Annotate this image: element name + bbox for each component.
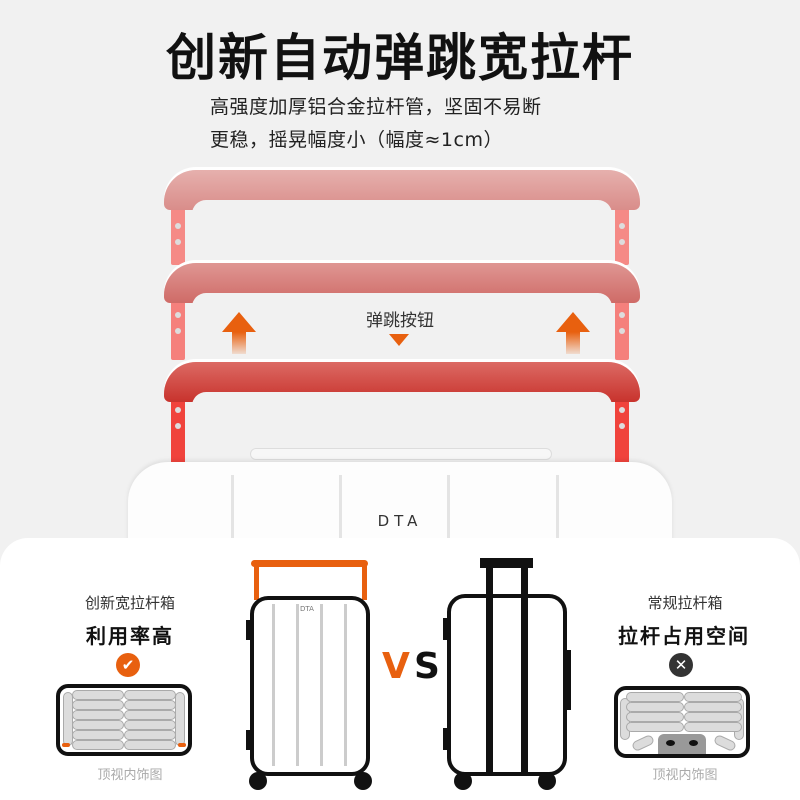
check-icon: ✔ (116, 653, 140, 677)
vs-letter-v: V (382, 646, 410, 687)
wide-topview-diagram (56, 684, 192, 756)
wide-handle-label: 创新宽拉杆箱 (84, 594, 175, 612)
right-pole-middle (615, 298, 629, 360)
regular-handle-label: 常规拉杆箱 (647, 594, 723, 612)
cross-icon: ✕ (669, 653, 693, 677)
left-pole-middle (171, 298, 185, 360)
handle-bar-bottom (164, 362, 640, 418)
vs-letter-s: S (414, 646, 440, 687)
handle-occupies-space-label: 拉杆占用空间 (618, 624, 750, 648)
right-pole-upper (615, 205, 629, 265)
suitcase-rib (556, 475, 559, 555)
topview-caption-left: 顶视内饰图 (97, 768, 163, 783)
handle-bar-top (164, 170, 640, 226)
down-triangle-icon (389, 334, 409, 346)
subtitle-line-2: 更稳，摇晃幅度小（幅度≈1cm） (210, 129, 503, 151)
up-arrow-icon (222, 312, 256, 356)
high-utilization-label: 利用率高 (86, 624, 174, 648)
left-pole-lower (171, 395, 185, 467)
regular-topview-diagram (614, 686, 750, 758)
suitcase-rib (447, 475, 450, 555)
page-title: 创新自动弹跳宽拉杆 (166, 29, 634, 87)
suitcase-rib (339, 475, 342, 555)
suitcase-rib (231, 475, 234, 555)
subtitle-line-1: 高强度加厚铝合金拉杆管，坚固不易断 (210, 96, 542, 118)
up-arrow-icon (556, 312, 590, 356)
left-pole-upper (171, 205, 185, 265)
bounce-button-label: 弹跳按钮 (366, 311, 434, 331)
topview-caption-right: 顶视内饰图 (652, 768, 718, 783)
mini-brand: DTA (300, 605, 314, 613)
carry-handle (250, 448, 552, 460)
brand-logo: DTA (377, 512, 423, 530)
handle-bar-middle (164, 263, 640, 319)
right-pole-lower (615, 395, 629, 467)
